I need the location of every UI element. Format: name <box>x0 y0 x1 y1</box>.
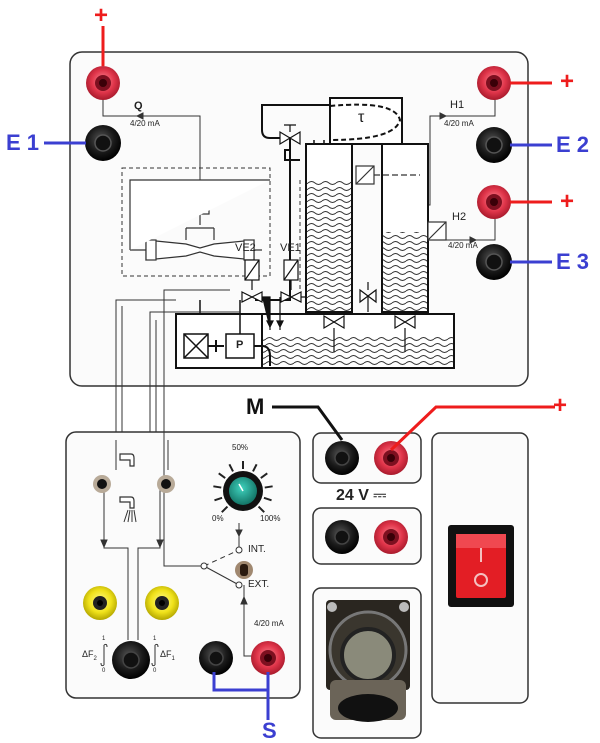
flow-signal-lines <box>102 96 496 300</box>
delay-tank-tau <box>329 97 403 145</box>
ext-label: EXT. <box>248 579 270 590</box>
ve1-label: VE1 <box>280 242 301 254</box>
voltage-label: 24 V ⎓ <box>336 487 387 504</box>
knob-tick <box>260 472 268 479</box>
reservoir <box>175 300 455 369</box>
int-label: INT. <box>248 544 266 555</box>
s-annotation: S <box>262 718 277 743</box>
annotation-leaders <box>44 26 555 720</box>
ve2-label: VE2 <box>235 242 256 254</box>
e2-annotation: E 2 <box>556 132 590 157</box>
tank-2 <box>381 143 429 313</box>
df2-scale-bottom: 0 <box>102 668 106 674</box>
setpoint-knob <box>213 461 273 513</box>
power-sockets <box>325 441 408 554</box>
m-annotation: M <box>246 394 265 419</box>
h2-label: H2 <box>452 211 467 223</box>
plus-annotation-e1: + <box>94 2 109 29</box>
plus-annotation-e2: + <box>560 68 575 95</box>
e3-annotation: E 3 <box>556 249 590 274</box>
knob-tick <box>252 463 258 472</box>
control-lines <box>100 400 270 657</box>
tau-label: τ <box>358 109 365 126</box>
df1-scale-bottom: 0 <box>153 668 157 674</box>
df2-label: ΔF2 <box>82 649 97 662</box>
h2-signal-label: 4/20 mA <box>448 241 478 250</box>
df1-label: ΔF1 <box>160 649 175 662</box>
tank-1 <box>305 143 353 313</box>
knob-tick <box>214 496 223 502</box>
knob-tick <box>264 485 273 489</box>
knob-tick <box>221 505 229 513</box>
solenoid-valves <box>241 259 416 352</box>
flowmeter-venturi <box>129 179 270 261</box>
q-signal-label: 4/20 mA <box>130 119 160 128</box>
knob-tick <box>263 496 272 502</box>
df1-scale-top: 1 <box>153 636 157 642</box>
knob-tick <box>213 485 222 489</box>
knob-100-label: 100% <box>260 514 281 523</box>
knob-tick <box>257 505 265 513</box>
df2-scale-top: 1 <box>102 636 106 642</box>
plus-annotation-e3: + <box>560 188 575 215</box>
knob-50-label: 50% <box>232 443 249 452</box>
q-label: Q <box>134 100 143 112</box>
output-signal-label: 4/20 mA <box>254 619 284 628</box>
pump-motor <box>183 300 271 366</box>
h1-signal-label: 4/20 mA <box>444 119 474 128</box>
rocker-switch[interactable] <box>448 525 514 607</box>
pump-label: P <box>236 339 244 351</box>
e1-annotation: E 1 <box>6 130 40 155</box>
lower-sockets <box>83 586 285 679</box>
h1-label: H1 <box>450 99 465 111</box>
knob-tick <box>228 463 234 472</box>
multipin-connector <box>326 600 410 722</box>
top-sockets <box>85 66 512 280</box>
knob-tick <box>218 472 226 479</box>
knob-0-label: 0% <box>212 514 224 523</box>
plus-annotation-24v: + <box>553 392 568 419</box>
toggle-switches <box>93 475 253 579</box>
switch-symbols <box>119 453 243 589</box>
level-sensors <box>355 165 447 241</box>
